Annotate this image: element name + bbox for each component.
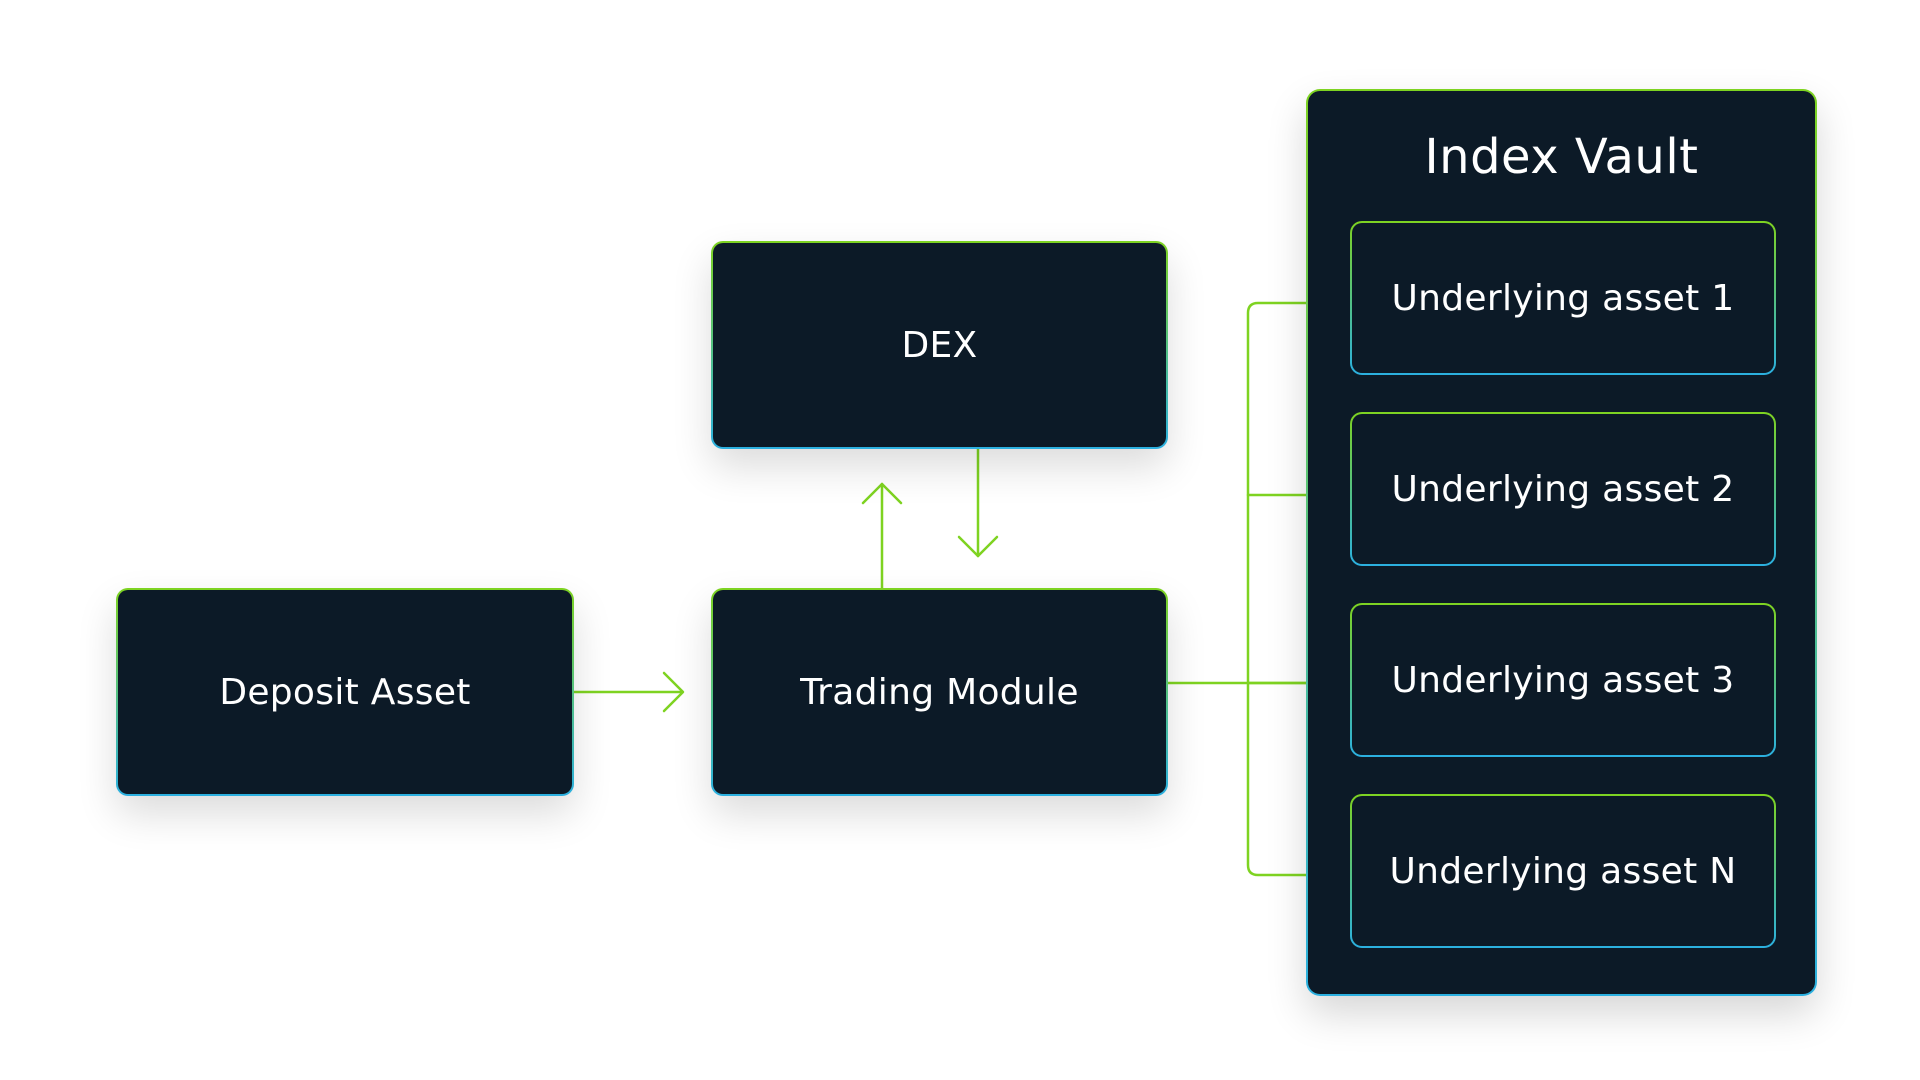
dex-to-trading-arrowhead (957, 535, 999, 558)
underlying-asset-2: Underlying asset 2 (1350, 412, 1776, 566)
underlying-asset-3: Underlying asset 3 (1350, 603, 1776, 757)
dex-node: DEX (711, 241, 1168, 449)
deposit-asset-node: Deposit Asset (116, 588, 574, 796)
underlying-asset-label: Underlying asset 3 (1391, 659, 1735, 701)
deposit-to-trading-arrowhead (662, 671, 685, 713)
underlying-asset-label: Underlying asset 2 (1391, 468, 1735, 510)
trading-module-node: Trading Module (711, 588, 1168, 796)
dex-label: DEX (901, 324, 978, 366)
underlying-asset-label: Underlying asset N (1389, 850, 1737, 892)
underlying-asset-label: Underlying asset 1 (1391, 277, 1735, 319)
underlying-asset-n: Underlying asset N (1350, 794, 1776, 948)
vault-bus (1246, 301, 1308, 877)
index-vault-title: Index Vault (1424, 129, 1699, 185)
underlying-asset-1: Underlying asset 1 (1350, 221, 1776, 375)
deposit-asset-label: Deposit Asset (219, 671, 471, 713)
trading-to-dex-arrowhead (861, 482, 903, 505)
trading-module-label: Trading Module (800, 671, 1079, 713)
index-vault: Index Vault Underlying asset 1 Underlyin… (1306, 89, 1817, 996)
